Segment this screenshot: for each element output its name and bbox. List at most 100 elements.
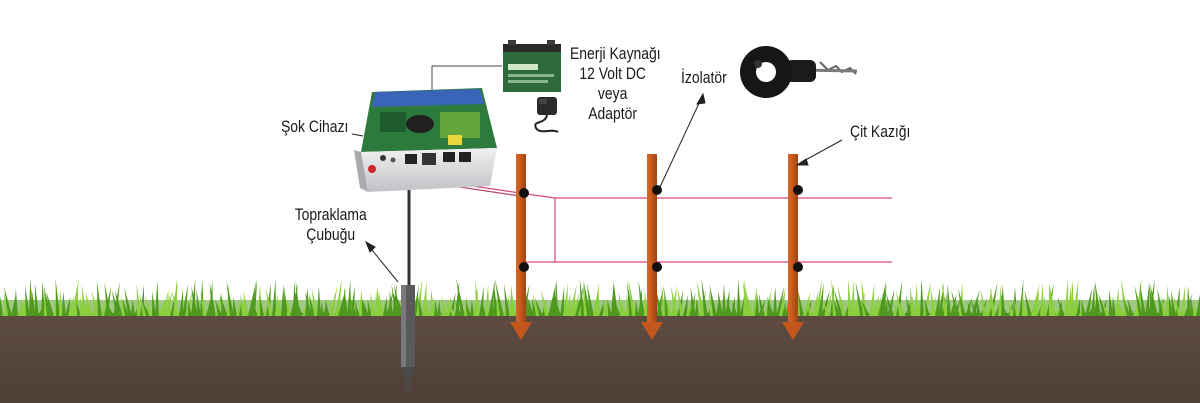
grass-blade (572, 292, 580, 316)
grass-blade (1043, 296, 1047, 316)
grass-blade (309, 294, 315, 316)
grass-blade (875, 295, 882, 316)
grass-blade (1024, 290, 1032, 316)
leader-lines (351, 92, 843, 283)
grass-blade (531, 297, 537, 316)
grass-blade (1064, 278, 1069, 316)
grass-blade (586, 282, 594, 316)
grass-blade (488, 278, 496, 316)
grass-blade (1148, 278, 1155, 316)
grounding-rod (401, 170, 415, 392)
grass-blade (696, 279, 705, 316)
grass-blade (111, 290, 120, 316)
grass-blade (947, 283, 951, 316)
grass-blade (378, 290, 384, 316)
grass-blade (731, 301, 738, 316)
grass-blade (85, 291, 93, 316)
grass-blade (782, 301, 786, 316)
grass-blade (437, 299, 441, 316)
grass-blade (861, 279, 867, 316)
grass-blade (886, 293, 894, 316)
grass-blade (803, 291, 811, 316)
grass-blade (344, 286, 348, 316)
grass-blade (200, 292, 207, 316)
grass-blade (670, 285, 678, 316)
grass-blade (563, 283, 568, 316)
grass-blade (1055, 301, 1062, 316)
grass-blade (709, 290, 714, 316)
grass-blade (618, 292, 624, 316)
grass-blade (583, 279, 591, 316)
grass-blade (1193, 301, 1197, 316)
grass-blade (219, 294, 228, 316)
grass-blade (470, 299, 474, 316)
grass-blade (104, 286, 112, 316)
grass-blade (248, 280, 257, 316)
grass-blade (425, 292, 429, 316)
grass-blade (1049, 284, 1056, 316)
grass-blade (1094, 280, 1101, 316)
grass-blade (1000, 300, 1008, 316)
grass-blade (81, 284, 87, 316)
grass-blade (695, 297, 699, 316)
grass-blade (593, 281, 600, 316)
grass-blade (717, 290, 723, 316)
grass-blade (950, 293, 957, 316)
grass-blade (1031, 283, 1040, 316)
insulator (740, 46, 858, 98)
grass-blade (967, 301, 972, 316)
grass-blade (152, 291, 156, 316)
grass-blade (893, 301, 897, 316)
grass-blade (923, 281, 931, 316)
grass-blade (1145, 283, 1150, 316)
grass-blade (881, 284, 887, 316)
grass-blade (182, 283, 188, 316)
grass-blade (475, 279, 480, 316)
grass-blade (20, 299, 24, 316)
grass-blade (243, 290, 249, 316)
grass-blade (17, 300, 26, 316)
grass-blade (1127, 298, 1134, 316)
grass-blade (1133, 295, 1142, 316)
grass-blade (41, 280, 45, 316)
grass-blade (1040, 282, 1044, 316)
grass-blade (1157, 288, 1164, 316)
grass-blade (667, 298, 672, 316)
grass-blade (767, 296, 774, 316)
grass-blade (141, 300, 150, 316)
grass-blade (776, 286, 785, 316)
grass-blade (1100, 298, 1108, 316)
grass-blade (496, 296, 501, 316)
grass-blade (914, 282, 918, 316)
grass-blade (172, 291, 180, 316)
grass-blade (416, 278, 423, 316)
grass-blade (62, 291, 66, 316)
grass-blade (362, 298, 369, 316)
grass-blade (941, 280, 948, 316)
grass-blade (320, 301, 324, 316)
grass-blade (896, 280, 903, 316)
grass-blade (602, 301, 609, 316)
grass-blade (834, 300, 840, 316)
grass-blade (196, 289, 201, 316)
grass-blade (418, 296, 423, 316)
grass-blade (599, 299, 605, 316)
fence-post-label: Çit Kazığı (850, 122, 911, 141)
grass-blade (495, 279, 504, 316)
grass-blade (188, 300, 192, 316)
grass-blade (122, 298, 129, 316)
grass-blade (284, 287, 288, 316)
grass-blade (161, 290, 169, 316)
grass-blade (971, 299, 978, 316)
grass-blade (139, 293, 147, 316)
grass-blade (869, 283, 875, 316)
shock-device (354, 65, 502, 192)
grass-blade (854, 295, 858, 316)
grass-blade (521, 283, 530, 316)
grass-blade (0, 296, 3, 316)
grass-blade (155, 280, 159, 316)
shock-device-label: Şok Cihazı (281, 117, 349, 136)
grass-blade (265, 287, 273, 316)
grass-blade (1190, 299, 1194, 316)
